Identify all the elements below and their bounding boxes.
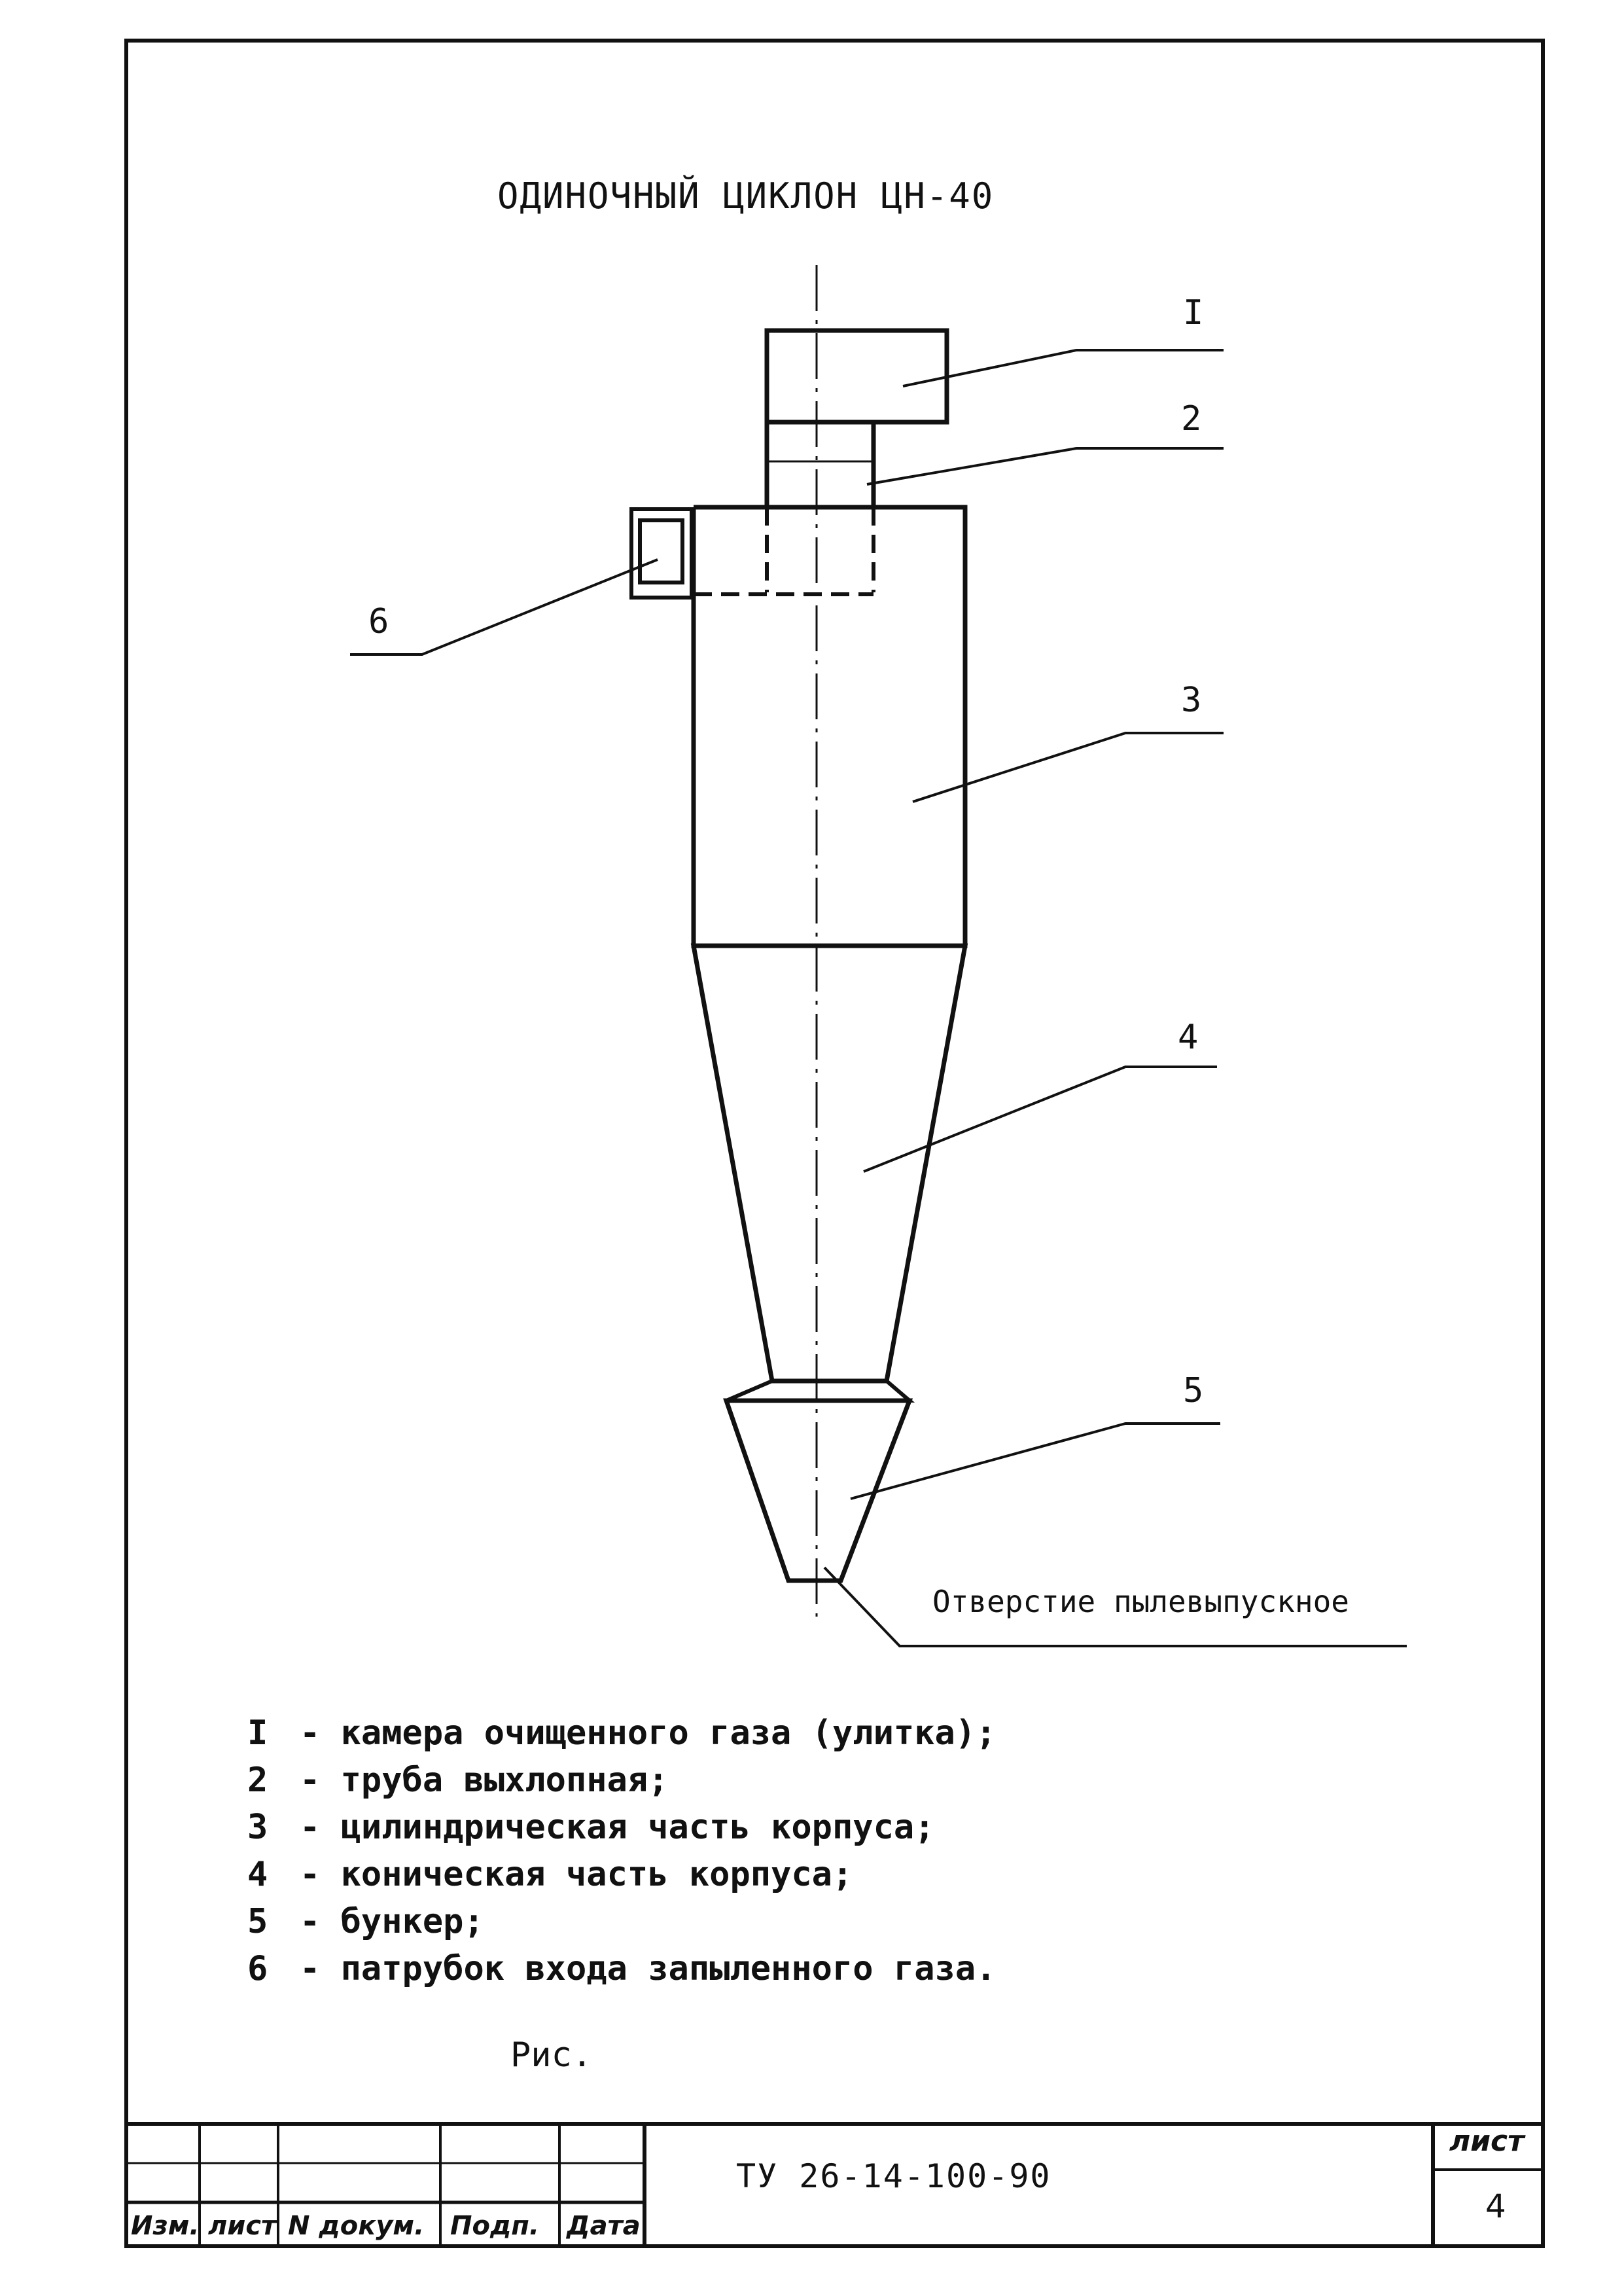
legend-text: - коническая часть корпуса; — [300, 1855, 853, 1894]
legend-item: 3 - цилиндрическая часть корпуса; — [247, 1808, 935, 1847]
column-sheet: лист — [208, 2211, 277, 2241]
leader-5 — [850, 1422, 1220, 1500]
outlet-note: Отверстие пылевыпускное — [932, 1584, 1349, 1619]
callout-5: 5 — [1183, 1371, 1204, 1410]
figure-caption: Рис. — [510, 2035, 593, 2075]
callout-6: 6 — [368, 602, 389, 641]
column-rev: Изм. — [131, 2211, 200, 2241]
legend-text: - патрубок входа запыленного газа. — [300, 1949, 997, 1988]
sheet-label: лист — [1449, 2124, 1525, 2158]
callout-3: 3 — [1181, 681, 1202, 720]
legend-number: I — [247, 1713, 268, 1753]
legend-item: 6 - патрубок входа запыленного газа. — [247, 1949, 996, 1988]
legend-item: I - камера очищенного газа (улитка); — [247, 1713, 996, 1753]
leader-6 — [350, 558, 658, 656]
clean-gas-chamber — [764, 328, 949, 425]
column-doc-number: N докум. — [288, 2211, 425, 2241]
leader-4 — [863, 1066, 1217, 1173]
legend-number: 3 — [247, 1808, 268, 1847]
sheet-frame — [124, 39, 1545, 2248]
callout-1: I — [1183, 293, 1204, 332]
legend-number: 2 — [247, 1761, 268, 1800]
document-code: ТУ 26-14-100-90 — [736, 2157, 1051, 2195]
callout-4: 4 — [1178, 1018, 1199, 1057]
legend-item: 5 - бункер; — [247, 1902, 484, 1941]
drawing-title: ОДИНОЧНЫЙ ЦИКЛОН ЦН-40 — [497, 175, 995, 217]
hopper-flange — [725, 1379, 915, 1403]
legend-text: - труба выхлопная; — [300, 1761, 669, 1800]
gas-inlet-outer — [629, 507, 694, 600]
hopper — [723, 1398, 913, 1583]
legend-text: - бункер; — [300, 1902, 484, 1941]
legend-text: - цилиндрическая часть корпуса; — [300, 1808, 935, 1847]
leader-1 — [902, 349, 1224, 387]
callout-2: 2 — [1181, 399, 1202, 439]
title-block — [126, 2122, 1543, 2246]
legend-number: 5 — [247, 1902, 268, 1941]
column-signature: Подп. — [450, 2211, 540, 2241]
column-date: Дата — [567, 2211, 641, 2241]
conical-body — [690, 943, 968, 1384]
legend-text: - камера очищенного газа (улитка); — [300, 1713, 997, 1753]
leader-3 — [912, 732, 1224, 803]
leader-outlet — [823, 1566, 1407, 1647]
legend-number: 4 — [247, 1855, 268, 1894]
sheet-number: 4 — [1485, 2187, 1506, 2225]
leader-2 — [866, 447, 1224, 486]
legend-number: 6 — [247, 1949, 268, 1988]
cylindrical-body — [691, 505, 968, 948]
legend-item: 4 - коническая часть корпуса; — [247, 1855, 853, 1894]
gas-inlet-inner — [638, 518, 684, 584]
legend-item: 2 - труба выхлопная; — [247, 1761, 669, 1800]
